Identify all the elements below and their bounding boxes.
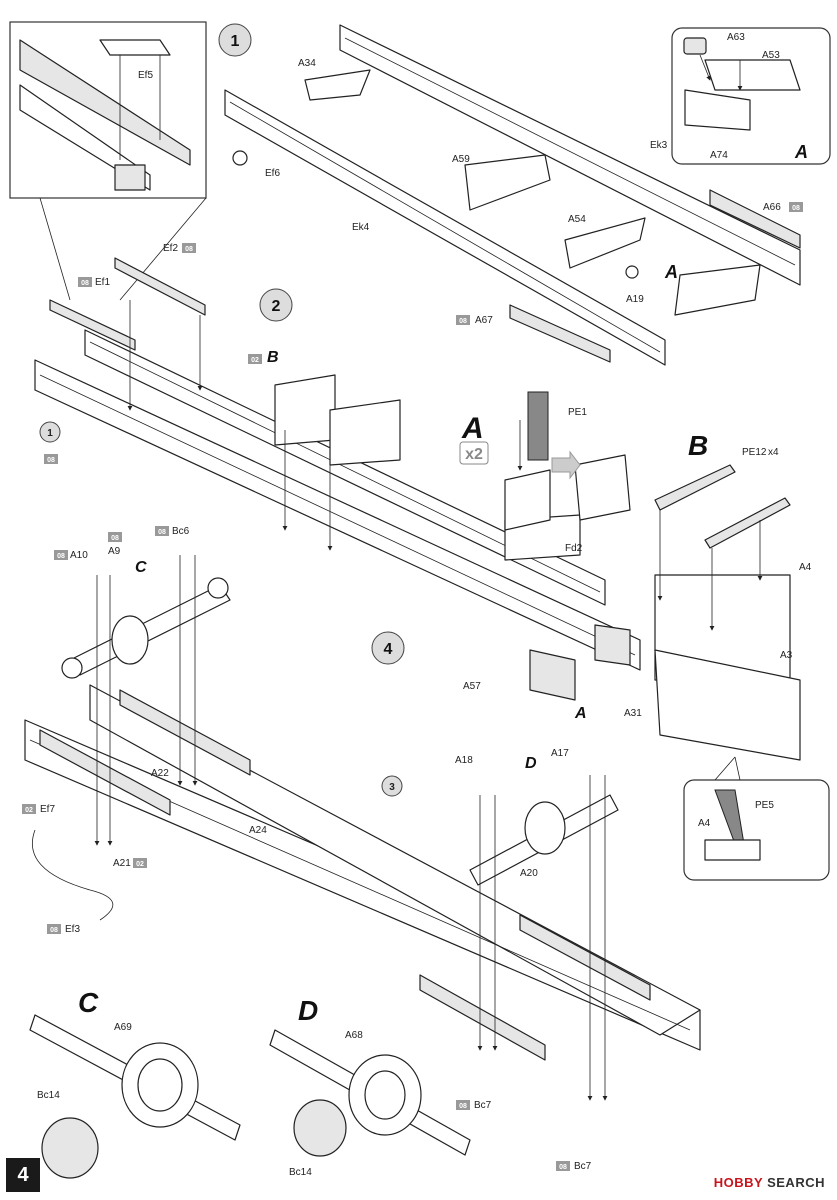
label-a24: A24 (249, 825, 267, 836)
sub-a-parts (504, 391, 631, 531)
detail-inset-a-frame (671, 27, 831, 165)
axle-c-detail (29, 1014, 241, 1179)
part-labels: A34 Ek3 Ek4 Ef6 A59 A54 A19 A66 A67 A63 … (37, 32, 812, 1178)
label-bc7-right: Bc7 (574, 1161, 592, 1172)
letter-d-big: D (298, 995, 318, 1026)
label-a66: A66 (763, 202, 781, 213)
label-ek3: Ek3 (650, 140, 668, 151)
label-bc14-d: Bc14 (289, 1167, 312, 1178)
axle-d-detail (269, 1029, 471, 1157)
svg-text:3: 3 (389, 782, 395, 793)
svg-text:08: 08 (459, 318, 467, 325)
detail-inset-pe5 (683, 756, 830, 881)
label-a53: A53 (762, 50, 780, 61)
sub-b-tank (654, 464, 801, 761)
ref-circle-1: 1 (39, 421, 61, 443)
label-a22: A22 (151, 768, 169, 779)
letter-a-step2: A (574, 705, 587, 722)
svg-text:02: 02 (136, 861, 144, 868)
letter-a-inset: A (794, 142, 808, 162)
ref-circle-3: 3 (381, 775, 403, 797)
label-a20: A20 (520, 868, 538, 879)
label-fd2: Fd2 (565, 543, 583, 554)
svg-text:08: 08 (185, 246, 193, 253)
label-a18: A18 (455, 755, 473, 766)
svg-text:x2: x2 (465, 446, 483, 463)
svg-text:1: 1 (231, 33, 240, 50)
label-x4: x4 (768, 447, 779, 458)
svg-text:08: 08 (792, 205, 800, 212)
svg-text:02: 02 (251, 357, 259, 364)
letter-a-big: A (461, 412, 484, 445)
step4-frame (24, 555, 701, 1101)
label-a69: A69 (114, 1022, 132, 1033)
label-a19: A19 (626, 294, 644, 305)
svg-text:08: 08 (47, 457, 55, 464)
watermark: HOBBY SEARCH (714, 1175, 825, 1190)
label-a68: A68 (345, 1030, 363, 1041)
letter-c-big: C (78, 987, 99, 1018)
label-ek4: Ek4 (352, 222, 370, 233)
label-pe12: PE12 (742, 447, 767, 458)
paint-badges: 08 08 08 08 02 08 08 08 08 02 02 08 08 0… (22, 202, 803, 1171)
label-a63: A63 (727, 32, 745, 43)
svg-text:02: 02 (25, 807, 33, 814)
label-bc14-c: Bc14 (37, 1090, 60, 1101)
letter-b-step2: B (267, 349, 279, 366)
step-circle-2: 2 (259, 288, 293, 322)
watermark-brand: HOBBY (713, 1175, 763, 1190)
svg-text:08: 08 (559, 1164, 567, 1171)
step-circle-4: 4 (371, 631, 405, 665)
label-ef1: Ef1 (95, 277, 110, 288)
label-a34: A34 (298, 58, 316, 69)
label-ef3: Ef3 (65, 924, 80, 935)
label-a54: A54 (568, 214, 586, 225)
label-a17: A17 (551, 748, 569, 759)
label-a31: A31 (624, 708, 642, 719)
label-a3: A3 (780, 650, 793, 661)
page-number: 4 (6, 1158, 40, 1192)
label-ef6: Ef6 (265, 168, 280, 179)
label-ef5: Ef5 (138, 70, 153, 81)
step2-frame (34, 257, 641, 701)
svg-text:08: 08 (158, 529, 166, 536)
svg-text:4: 4 (384, 641, 393, 658)
svg-text:08: 08 (81, 280, 89, 287)
label-a21: A21 (113, 858, 131, 869)
label-ef7: Ef7 (40, 804, 55, 815)
letter-d-step4: D (525, 755, 537, 772)
svg-text:08: 08 (459, 1103, 467, 1110)
svg-text:08: 08 (50, 927, 58, 934)
multiplier-x2: x2 (459, 441, 489, 465)
label-a9: A9 (108, 546, 121, 557)
label-pe5: PE5 (755, 800, 774, 811)
svg-text:08: 08 (111, 535, 119, 542)
detail-inset-frame (9, 21, 207, 301)
label-a4: A4 (799, 562, 812, 573)
svg-text:08: 08 (57, 553, 65, 560)
label-a10: A10 (70, 550, 88, 561)
label-a59: A59 (452, 154, 470, 165)
label-pe1: PE1 (568, 407, 587, 418)
svg-text:2: 2 (272, 298, 281, 315)
label-a67: A67 (475, 315, 493, 326)
letter-c-step4: C (135, 559, 147, 576)
label-a57: A57 (463, 681, 481, 692)
label-bc7-left: Bc7 (474, 1100, 492, 1111)
label-bc6: Bc6 (172, 526, 190, 537)
step-circle-1: 1 (218, 23, 252, 57)
watermark-suffix: SEARCH (767, 1175, 825, 1190)
step1-frame (224, 24, 801, 366)
letter-a-step1: A (664, 262, 678, 282)
svg-text:1: 1 (47, 428, 53, 439)
label-ef2: Ef2 (163, 243, 178, 254)
letter-b-big: B (688, 430, 708, 461)
label-a4-inset: A4 (698, 818, 711, 829)
label-a74: A74 (710, 150, 728, 161)
